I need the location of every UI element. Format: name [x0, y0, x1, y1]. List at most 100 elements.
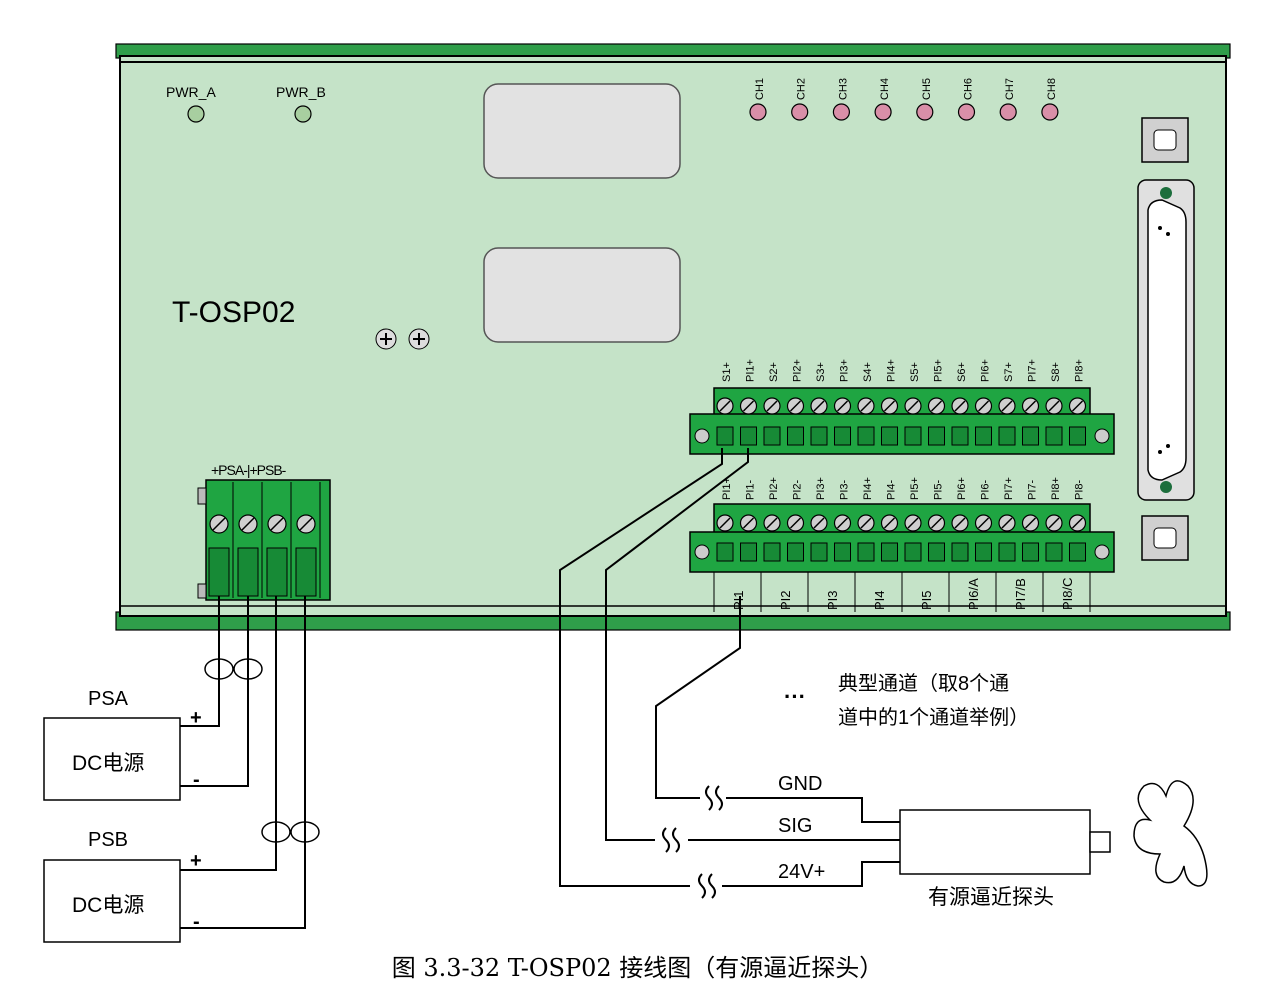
pin-label: PI4+ [886, 359, 898, 382]
pin-slot [740, 542, 757, 562]
upper-pin-group: S1+PI1+S2+PI2+S3+PI3+S4+PI4+S5+PI5+S6+PI… [716, 359, 1087, 446]
ch-led-label: CH6 [963, 78, 975, 100]
ch-led [999, 103, 1017, 121]
pin-slot [763, 542, 781, 562]
pin-label: PI6+ [980, 359, 992, 382]
pin-label: PI5+ [909, 477, 921, 500]
pin-label: PI5- [933, 479, 945, 500]
psa-dc-label: DC电源 [72, 752, 144, 775]
ch-led [832, 103, 851, 121]
pwr-b-label: PWR_B [276, 84, 326, 100]
pin-slot [1069, 426, 1086, 446]
probe-wiring [559, 448, 900, 899]
pin-slot [1045, 426, 1063, 446]
pin-label: PI7+ [1027, 359, 1039, 382]
pin-slot [834, 426, 851, 446]
power-wiring [180, 596, 320, 929]
power-terminal-slot [237, 547, 259, 597]
pin-label: PI6- [980, 479, 992, 500]
channel-group-label: PI6/A [966, 578, 981, 610]
sig-label: SIG [778, 815, 812, 837]
pin-label: S2+ [768, 362, 780, 382]
pwr-a-label: PWR_A [166, 84, 216, 100]
lower-terminal-block [689, 503, 1115, 573]
pin-label: PI3- [839, 479, 851, 500]
ch-led-label: CH5 [921, 78, 933, 100]
power-terminal-slot [266, 547, 288, 597]
model-label: T-OSP02 [172, 296, 295, 329]
mount-screws [375, 328, 430, 350]
pin-slot [904, 542, 922, 562]
pin-slot [810, 542, 828, 562]
pin-slot [881, 426, 898, 446]
note-ellipsis: ··· [784, 684, 806, 709]
psb-label: PSB [88, 829, 128, 851]
pin-label: PI3+ [839, 359, 851, 382]
pin-slot [787, 542, 804, 562]
power-terminal-slot [295, 547, 317, 597]
pin-label: PI2- [792, 479, 804, 500]
pin-label: PI8+ [1050, 477, 1062, 500]
psa-box [43, 717, 181, 801]
note-line-1: 典型通道（取8个通 [838, 672, 1009, 695]
pin-label: PI8+ [1074, 359, 1086, 382]
pin-slot [810, 426, 828, 446]
pin-slot [951, 426, 969, 446]
pin-slot [975, 542, 992, 562]
power-terminal-block [197, 479, 331, 601]
pin-label: PI6+ [956, 477, 968, 500]
pin-slot [1022, 542, 1039, 562]
pin-label: PI7+ [1003, 477, 1015, 500]
psb-minus: - [193, 911, 200, 933]
pin-slot [904, 426, 922, 446]
pin-label: S5+ [909, 362, 921, 382]
pin-slot [975, 426, 992, 446]
pin-slot [1022, 426, 1039, 446]
pwr-a-led [187, 105, 205, 123]
channel-group-label: PI4 [872, 590, 887, 610]
pin-slot [787, 426, 804, 446]
pin-slot [998, 426, 1016, 446]
pin-label: PI1+ [721, 477, 733, 500]
probe-label: 有源逼近探头 [928, 886, 1054, 909]
pin-label: PI1+ [745, 359, 757, 382]
pin-slot [1069, 542, 1086, 562]
pin-slot [928, 542, 945, 562]
ch-led-label: CH1 [754, 78, 766, 100]
channel-group-label: PI5 [919, 590, 934, 610]
channel-group-label: PI8/C [1060, 577, 1075, 610]
pin-slot [716, 426, 734, 446]
pin-slot [857, 426, 875, 446]
channel-group-label: PI2 [778, 590, 793, 610]
pin-label: PI4+ [862, 477, 874, 500]
ch-led [874, 103, 892, 121]
ch-led-label: CH2 [796, 78, 808, 100]
pin-slot [881, 542, 898, 562]
ch-led [957, 103, 976, 121]
target-object-icon [1133, 780, 1208, 887]
pin-label: PI2+ [792, 359, 804, 382]
psb-dc-label: DC电源 [72, 894, 144, 917]
ch-led-label: CH7 [1004, 78, 1016, 100]
pin-label: PI3+ [815, 477, 827, 500]
pin-label: PI7- [1027, 479, 1039, 500]
pin-label: S8+ [1050, 362, 1062, 382]
psb-box [43, 859, 181, 943]
pin-slot [763, 426, 781, 446]
ch-led [1041, 103, 1059, 121]
pin-label: PI8- [1074, 479, 1086, 500]
pin-slot [1045, 542, 1063, 562]
v24-label: 24V+ [778, 861, 825, 883]
pin-slot [857, 542, 875, 562]
pin-label: S3+ [815, 362, 827, 382]
channel-group-label: PI1 [731, 590, 746, 610]
pin-label: PI4- [886, 479, 898, 500]
ch-led [916, 103, 934, 121]
pin-label: S6+ [956, 362, 968, 382]
psa-plus: + [190, 707, 202, 729]
ch-led [791, 103, 809, 121]
channel-group-label: PI7/B [1013, 578, 1028, 610]
note-line-2: 道中的1个通道举例） [838, 706, 1029, 729]
